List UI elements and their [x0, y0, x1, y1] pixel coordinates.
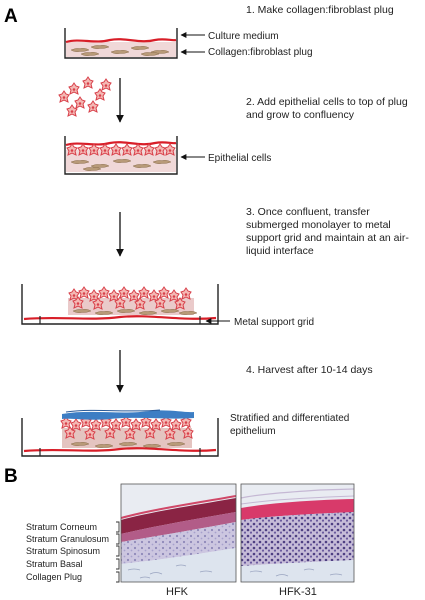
culture-medium-label: Culture medium	[208, 31, 279, 42]
layer-brackets	[116, 521, 120, 583]
layer-label-granulosum: Stratum Granulosum	[26, 534, 110, 544]
step-3-text: 3. Once confluent, transfer submerged mo…	[246, 206, 409, 257]
layer-label-spinosum: Stratum Spinosum	[26, 546, 101, 556]
layer-label-collagen: Collagen Plug	[26, 572, 83, 582]
dish-2	[64, 136, 178, 175]
layer-label-corneum: Stratum Corneum	[26, 522, 98, 532]
micrograph-hfk	[121, 484, 236, 582]
dish-4	[21, 409, 219, 457]
dish-3	[21, 284, 219, 325]
caption-hfk31: HFK-31	[279, 586, 317, 598]
stratified-label: Stratified and differentiated epithelium	[230, 413, 350, 437]
epithelial-cells-label: Epithelial cells	[208, 153, 272, 164]
plug-label: Collagen:fibroblast plug	[208, 47, 313, 58]
caption-hfk: HFK	[166, 586, 188, 598]
layer-label-basal: Stratum Basal	[26, 559, 83, 569]
floating-epithelial-cells	[58, 76, 112, 117]
micrograph-hfk31	[241, 484, 354, 582]
metal-grid-label: Metal support grid	[234, 317, 315, 328]
dish-1	[64, 28, 178, 59]
panel-label-a: A	[4, 6, 18, 27]
step-4-text: 4. Harvest after 10-14 days	[246, 364, 373, 376]
step-1-text: 1. Make collagen:fibroblast plug	[246, 4, 394, 16]
panel-label-b: B	[4, 466, 18, 487]
step-2-text: 2. Add epithelial cells to top of plug a…	[246, 96, 408, 121]
